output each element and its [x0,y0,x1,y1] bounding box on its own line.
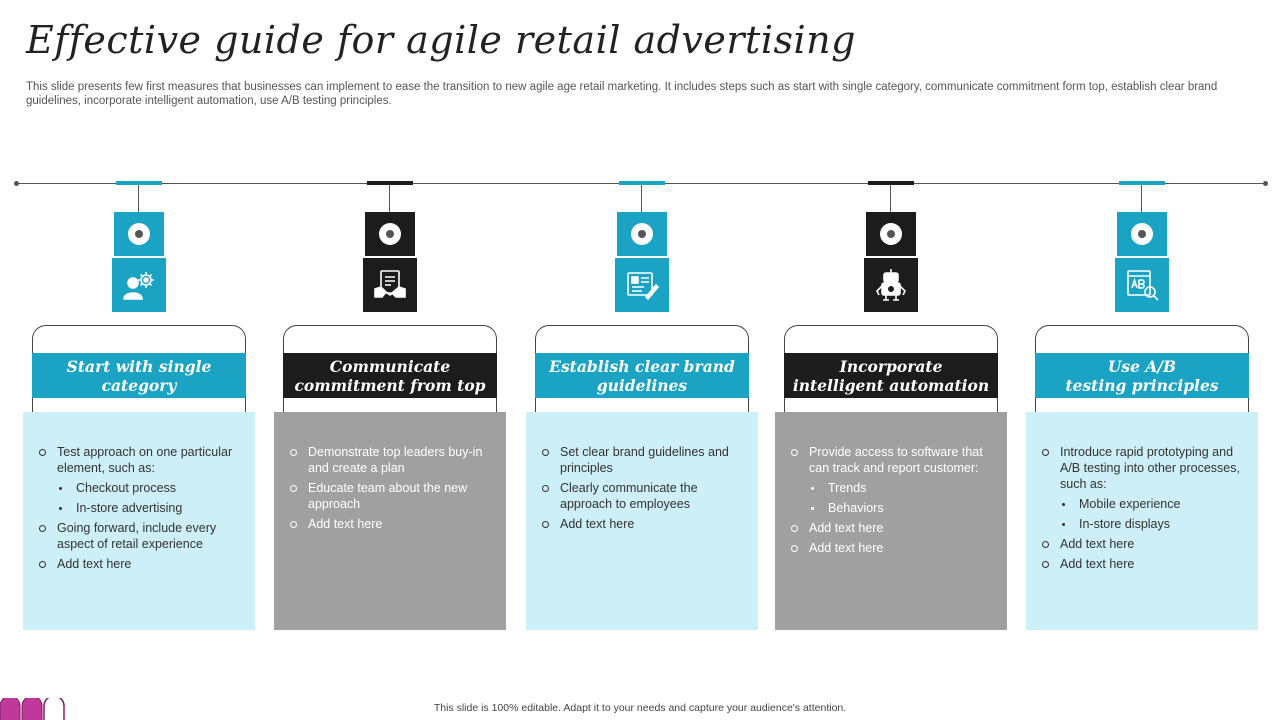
timeline-marker [116,181,162,185]
list-item: Demonstrate top leaders buy-in and creat… [288,444,494,476]
user-gear-icon [112,258,166,312]
list-item: Test approach on one particular element,… [37,444,243,476]
timeline-start-dot [14,181,19,186]
panel-top [1026,412,1258,430]
sub-list-item: Checkout process [37,480,243,496]
timeline-marker [868,181,914,185]
sub-list-item: In-store advertising [37,500,243,516]
step-list: Test approach on one particular element,… [37,444,243,576]
list-item: Add text here [37,556,243,572]
list-item: Add text here [1040,536,1246,552]
slide-title: Effective guide for agile retail adverti… [26,18,856,62]
sub-list-item: Trends [789,480,995,496]
step-list: Provide access to software that can trac… [789,444,995,560]
heading-line: testing principles [1065,375,1219,395]
list-item: Add text here [540,516,746,532]
list-item: Add text here [288,516,494,532]
blueprint-guidelines-icon [615,258,669,312]
ring-icon [631,223,653,245]
contract-handshake-icon [363,258,417,312]
sub-list-item: Behaviors [789,500,995,516]
step-list: Introduce rapid prototyping and A/B test… [1040,444,1246,576]
list-item: Add text here [789,520,995,536]
node-ring [617,212,667,256]
list-item: Set clear brand guidelines and principle… [540,444,746,476]
timeline-marker [619,181,665,185]
node-ring [365,212,415,256]
list-item: Introduce rapid prototyping and A/B test… [1040,444,1246,492]
step-panel [775,412,1007,630]
heading-line: Use A/B [1107,356,1177,376]
timeline-marker [1119,181,1165,185]
node-ring [114,212,164,256]
heading-line: intelligent automation [792,375,990,395]
ring-icon [880,223,902,245]
robot-icon [864,258,918,312]
ring-icon [1131,223,1153,245]
list-item: Clearly communicate the approach to empl… [540,480,746,512]
connector-stem [890,185,891,212]
panel-top [526,412,758,430]
step-panel [1026,412,1258,630]
heading-line: Communicate [329,356,451,376]
node-ring [1117,212,1167,256]
slide-footer: This slide is 100% editable. Adapt it to… [433,702,847,714]
sub-list-item: In-store displays [1040,516,1246,532]
list-item: Educate team about the new approach [288,480,494,512]
step-list: Demonstrate top leaders buy-in and creat… [288,444,494,536]
step-panel [274,412,506,630]
ring-icon [128,223,150,245]
step-panel [23,412,255,630]
brand-logo-icon [0,698,65,720]
heading-line: Start with single [66,356,212,376]
list-item: Add text here [789,540,995,556]
connector-stem [138,185,139,212]
heading-line: Incorporate [839,356,943,376]
connector-stem [1141,185,1142,212]
heading-line: guidelines [596,375,688,395]
connector-stem [641,185,642,212]
ring-icon [379,223,401,245]
list-item: Going forward, include every aspect of r… [37,520,243,552]
panel-top [23,412,255,430]
sub-list-item: Mobile experience [1040,496,1246,512]
node-ring [866,212,916,256]
step-panel [526,412,758,630]
panel-top [775,412,1007,430]
heading-line: commitment from top [294,375,486,395]
heading-line: category [101,375,177,395]
slide-description: This slide presents few first measures t… [26,81,1218,107]
timeline-marker [367,181,413,185]
heading-line: Establish clear brand [549,356,735,376]
timeline-end-dot [1263,181,1268,186]
panel-top [274,412,506,430]
connector-stem [389,185,390,212]
list-item: Provide access to software that can trac… [789,444,995,476]
step-list: Set clear brand guidelines and principle… [540,444,746,536]
ab-testing-icon [1115,258,1169,312]
list-item: Add text here [1040,556,1246,572]
